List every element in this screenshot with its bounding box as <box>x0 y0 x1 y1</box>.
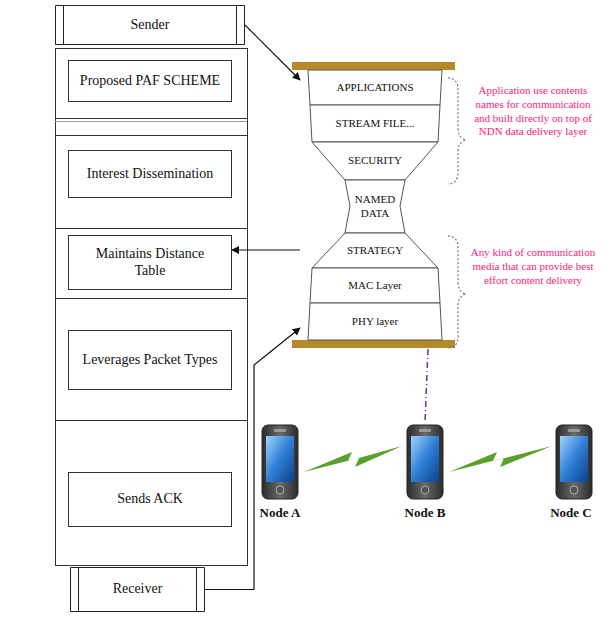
node-text: Leverages Packet Types <box>83 352 218 369</box>
node-text: Interest Dissemination <box>87 166 213 183</box>
node-text: Proposed PAF SCHEME <box>80 73 220 90</box>
stack-layer: PHY layer <box>300 303 450 340</box>
node-text: Receiver <box>113 581 163 598</box>
stack-bottom-bar <box>292 340 455 348</box>
node-text: APPLICATIONS <box>336 81 413 95</box>
process-box: Interest Dissemination <box>68 150 232 198</box>
note-text: Application use contents names for commu… <box>468 84 598 139</box>
node-text: MAC Layer <box>348 279 401 293</box>
arrow-connector <box>232 249 300 250</box>
dash-dot-line <box>425 349 428 422</box>
node-text: STRATEGY <box>347 244 403 258</box>
node-text: Sender <box>131 17 170 34</box>
phone-icon <box>407 425 443 499</box>
process-box: Proposed PAF SCHEME <box>68 60 232 102</box>
stack-layer: MAC Layer <box>300 268 450 303</box>
arrow-connector <box>245 25 300 80</box>
phone-icon <box>262 425 298 499</box>
node-text: NAMED DATA <box>351 193 399 221</box>
stack-layer: STREAM FILE... <box>300 105 450 142</box>
stack-layer: NAMED DATA <box>300 180 450 233</box>
terminal-box: Receiver <box>70 567 205 612</box>
phone-icon <box>556 425 592 499</box>
process-box: Sends ACK <box>68 472 232 527</box>
node-name: Node A <box>252 505 308 521</box>
node-text: SECURITY <box>348 154 402 168</box>
dotted-brace <box>448 78 466 184</box>
wireless-bolt <box>304 446 402 472</box>
terminal-box: Sender <box>55 5 245 45</box>
column-frame <box>55 49 248 566</box>
node-text: STREAM FILE... <box>336 117 415 131</box>
node-name: Node B <box>397 505 453 521</box>
node-text: Maintains Distance Table <box>85 246 215 280</box>
process-box: Maintains Distance Table <box>68 235 232 290</box>
wireless-bolt <box>449 446 552 472</box>
node-text: Sends ACK <box>117 491 183 508</box>
node-name: Node C <box>544 505 598 521</box>
dotted-brace <box>448 236 466 348</box>
stack-layer: APPLICATIONS <box>300 70 450 105</box>
arrow-connector <box>205 328 300 590</box>
stack-layer: SECURITY <box>300 142 450 180</box>
stack-layer: STRATEGY <box>300 233 450 268</box>
stack-top-bar <box>292 62 455 70</box>
node-text: PHY layer <box>352 315 398 329</box>
process-box: Leverages Packet Types <box>68 330 232 390</box>
note-text: Any kind of communication media that can… <box>468 246 598 287</box>
